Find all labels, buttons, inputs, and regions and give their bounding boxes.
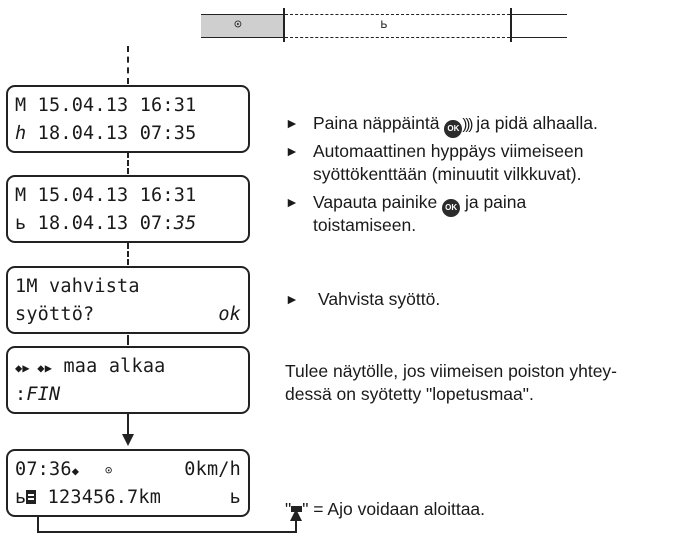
lcd-line: M 15.04.13 16:31	[15, 185, 197, 206]
ok-button-icon: OK	[444, 120, 463, 138]
work-mode-icon: ь	[15, 213, 27, 234]
lcd-display-3: 1M vahvista syöttö? ok	[6, 266, 250, 334]
timeline-solid-top	[512, 14, 567, 15]
bullet-icon: ►	[285, 194, 299, 210]
note-line-2: dessä on syötetty "lopetusmaa".	[285, 384, 534, 404]
lcd-value: 18.04.13 07:35	[26, 123, 197, 144]
instruction-step-4: Vahvista syöttö.	[318, 289, 441, 309]
quote: "	[302, 499, 309, 519]
connector-solid	[127, 414, 129, 436]
timeline-rest-segment	[201, 14, 283, 38]
card-icon	[26, 490, 37, 504]
work-mode-icon: ь	[15, 487, 27, 508]
timeline-dashed-bottom	[285, 37, 510, 38]
hold-waves-icon: )))	[462, 116, 473, 133]
lcd-line: M 15.04.13 16:31	[15, 95, 197, 116]
lcd-line: ℎ 18.04.13 07:35	[15, 121, 241, 147]
lcd-line: syöttö? ok	[15, 302, 241, 328]
odometer-value: 123456.7km	[36, 487, 162, 508]
lcd-line: 1M vahvista	[15, 276, 140, 297]
connector-dashed	[127, 152, 129, 174]
instruction-text: Vapauta painike	[313, 192, 438, 212]
connector-horizontal	[37, 531, 297, 533]
instruction-step-2-line-1: Automaattinen hyppäys viimeiseen	[313, 141, 584, 161]
speed-value: 0km/h	[184, 459, 241, 480]
lcd-value: maa alkaa	[52, 356, 166, 377]
timeline-solid-bottom	[512, 37, 567, 38]
lcd-line: ь 123456.7km ь	[15, 485, 241, 511]
country-code: FIN	[26, 384, 61, 405]
timeline-divider	[283, 8, 285, 42]
timeline-divider	[510, 8, 512, 42]
lcd-value: 18.04.13 07:	[26, 213, 174, 234]
lcd-prefix: :	[15, 384, 27, 405]
final-note-text: = Ajo voidaan aloittaa.	[308, 499, 486, 519]
arrow-up	[290, 509, 302, 521]
break-mode-icon: ℎ	[15, 123, 27, 144]
bullet-icon: ►	[285, 143, 299, 159]
rest-mode-icon: ⊙	[234, 17, 242, 32]
bullet-icon: ►	[285, 291, 299, 307]
instruction-text: ja paina	[464, 192, 527, 212]
final-note: " " = Ajo voidaan aloittaa.	[285, 498, 485, 520]
work-mode-icon: ь	[229, 487, 241, 508]
bullet-icon: ►	[285, 115, 299, 131]
quote: "	[285, 499, 292, 519]
diamond-icon: ◆	[71, 464, 80, 478]
ok-label: ok	[218, 304, 241, 325]
clock-time: 07:36	[15, 459, 72, 480]
connector-dashed	[127, 46, 129, 84]
connector-solid	[37, 517, 39, 533]
instruction-text: ja pidä alhaalla.	[476, 113, 598, 133]
connector-dashed	[127, 243, 129, 265]
arrow-down	[122, 434, 134, 446]
connector-solid	[295, 520, 297, 533]
connector-solid	[127, 335, 129, 345]
lcd-display-5: 07:36◆ ⊙ 0km/h ь 123456.7km ь	[6, 449, 250, 517]
lcd-line: :FIN	[15, 382, 241, 408]
work-mode-icon: ь	[380, 17, 388, 32]
instruction-step-1: Paina näppäintä OK))) ja pidä alhaalla.	[313, 112, 598, 138]
country-icon: ◆▶ ◆▶	[15, 361, 53, 375]
lcd-line: 07:36◆ ⊙ 0km/h	[15, 457, 241, 483]
note-line-1: Tulee näytölle, jos viimeisen poiston yh…	[285, 361, 618, 381]
instruction-step-2-line-2: syöttökenttään (minuutit vilkkuvat).	[313, 164, 582, 184]
rest-mode-icon: ⊙	[105, 463, 113, 477]
lcd-display-4: ◆▶ ◆▶ maa alkaa :FIN	[6, 346, 250, 414]
lcd-line: ◆▶ ◆▶ maa alkaa	[15, 354, 241, 380]
ok-button-icon: OK	[442, 199, 461, 217]
lcd-line: ь 18.04.13 07:35	[15, 211, 241, 237]
lcd-value: syöttö?	[15, 304, 95, 325]
lcd-display-1: M 15.04.13 16:31 ℎ 18.04.13 07:35	[6, 85, 250, 153]
drive-ready-icon	[291, 506, 303, 512]
instruction-step-3: Vapauta painike OK ja paina	[313, 191, 526, 217]
timeline-dashed-top	[285, 14, 510, 15]
lcd-display-2: M 15.04.13 16:31 ь 18.04.13 07:35	[6, 175, 250, 243]
instruction-text: Paina näppäintä	[313, 113, 440, 133]
blinking-minutes: 35	[173, 213, 197, 234]
instruction-step-3-line-2: toistamiseen.	[313, 215, 417, 235]
